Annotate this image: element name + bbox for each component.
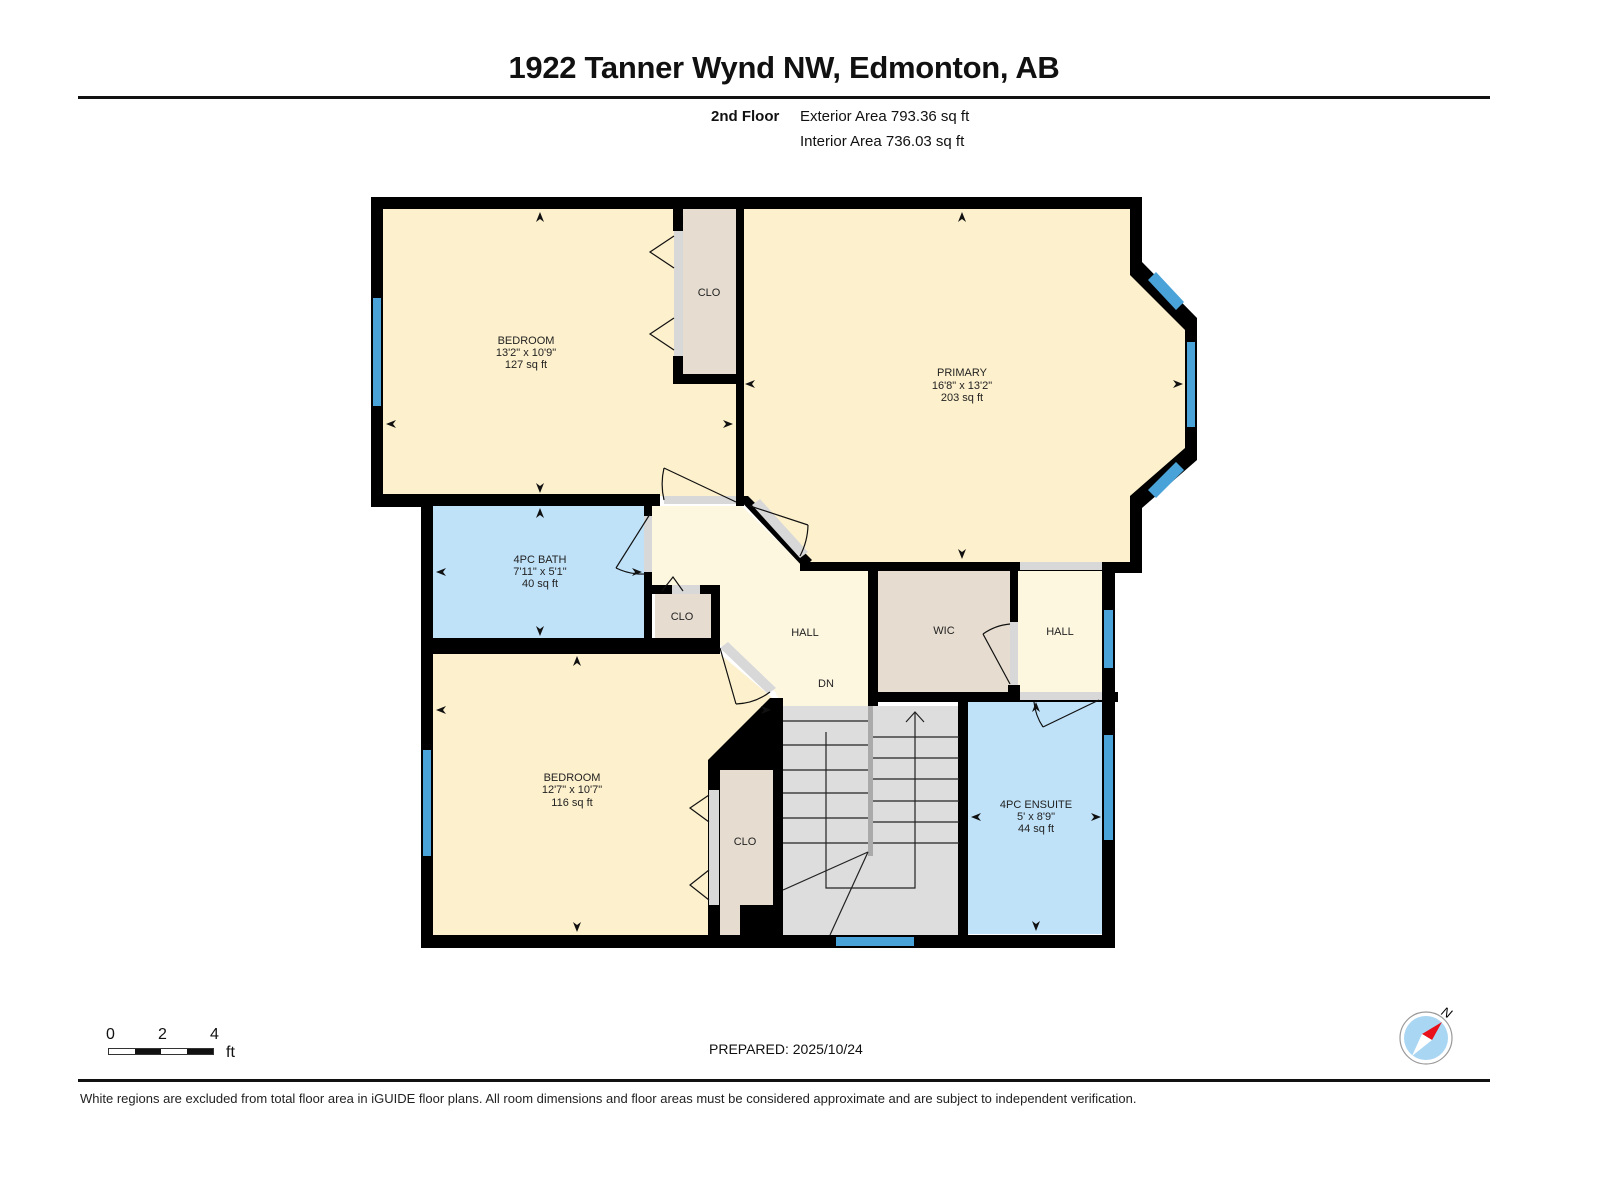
room-name-bath: 4PC BATH (514, 554, 567, 566)
room-dims-bedroom-1: 13'2" x 10'9" (496, 347, 556, 359)
room-primary (742, 209, 1186, 562)
door-openings (644, 231, 1102, 905)
room-hall-right (1018, 570, 1102, 694)
scale-bar-graphic (108, 1048, 214, 1055)
room-ensuite (968, 700, 1104, 934)
wall-diagonal-bed2 (708, 698, 783, 935)
scale-tick-4: 4 (210, 1026, 219, 1043)
label-wic: WIC (933, 625, 954, 637)
room-area-bedroom-1: 127 sq ft (505, 359, 547, 371)
room-name-primary: PRIMARY (937, 367, 988, 379)
disclaimer: White regions are excluded from total fl… (80, 1091, 1137, 1106)
room-closet-mid (655, 594, 713, 639)
label-clo-bottom: CLO (734, 836, 757, 848)
door-swings (615, 235, 1100, 901)
floor-plan: BEDROOM 13'2" x 10'9" 127 sq ft PRIMARY … (371, 197, 1197, 948)
room-bedroom-2 (433, 654, 775, 935)
label-hall-main: HALL (791, 627, 819, 639)
room-dims-bedroom-2: 12'7" x 10'7" (542, 784, 602, 796)
floor-label: 2nd Floor (711, 108, 780, 125)
prepared-date: PREPARED: 2025/10/24 (709, 1041, 863, 1057)
interior-area: Interior Area 736.03 sq ft (800, 133, 965, 150)
room-area-bath: 40 sq ft (522, 578, 558, 590)
stair-treads (782, 711, 959, 936)
room-name-ensuite: 4PC ENSUITE (1000, 799, 1072, 811)
label-hall-right: HALL (1046, 626, 1074, 638)
compass-icon: N (1399, 1004, 1455, 1065)
dimension-arrows (386, 212, 1183, 932)
room-area-ensuite: 44 sq ft (1018, 823, 1054, 835)
label-clo-mid: CLO (671, 611, 694, 623)
room-hall-main (650, 506, 868, 706)
room-area-bedroom-2: 116 sq ft (551, 797, 592, 809)
scale-tick-2: 2 (158, 1026, 167, 1043)
room-bath (433, 506, 644, 638)
windows (373, 272, 1195, 946)
label-dn: DN (818, 678, 834, 690)
header-divider (78, 96, 1490, 99)
footer-divider (78, 1079, 1490, 1082)
room-area-primary: 203 sq ft (941, 392, 983, 404)
stair-rail (868, 706, 873, 856)
scale-unit: ft (226, 1044, 235, 1061)
page-title: 1922 Tanner Wynd NW, Edmonton, AB (508, 50, 1060, 85)
room-closet-top (683, 209, 737, 376)
exterior-area: Exterior Area 793.36 sq ft (800, 108, 970, 125)
scale-tick-0: 0 (106, 1026, 115, 1043)
room-dims-bath: 7'11" x 5'1" (513, 566, 566, 578)
room-dims-ensuite: 5' x 8'9" (1017, 811, 1055, 823)
room-name-bedroom-1: BEDROOM (498, 335, 555, 347)
room-name-bedroom-2: BEDROOM (544, 772, 601, 784)
room-dims-primary: 16'8" x 13'2" (932, 380, 992, 392)
label-clo-top: CLO (698, 287, 721, 299)
scale-bar: 0 2 4 ft (106, 1026, 246, 1066)
